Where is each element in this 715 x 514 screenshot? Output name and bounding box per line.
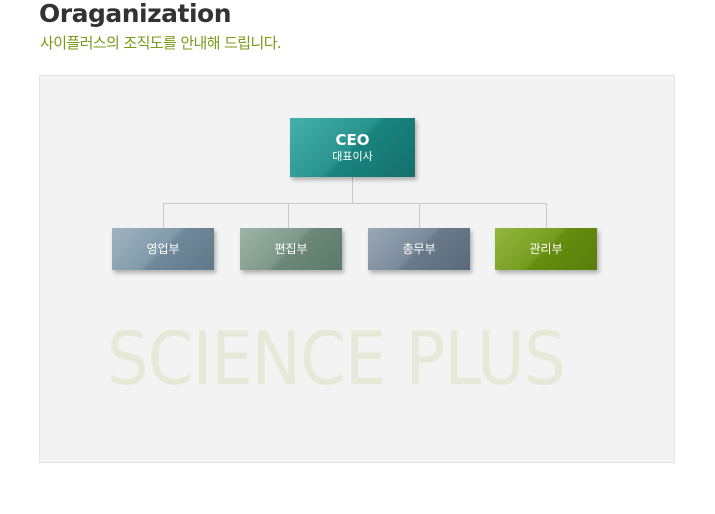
connector-drop-edit — [288, 203, 289, 228]
dept-label: 관리부 — [529, 242, 563, 256]
watermark-text: SCIENCE PLUS — [107, 317, 566, 402]
ceo-node: CEO 대표이사 — [290, 118, 415, 177]
connector-drop-admin — [546, 203, 547, 228]
connector-horizontal — [163, 203, 547, 204]
page-subtitle: 사이플러스의 조직도를 안내해 드립니다. — [40, 34, 282, 52]
connector-drop-sales — [163, 203, 164, 228]
connector-ceo-down — [352, 177, 353, 203]
page-title: Oraganization — [39, 0, 232, 28]
dept-node-general-affairs: 총무부 — [368, 228, 470, 270]
dept-label: 총무부 — [402, 242, 436, 256]
dept-node-editorial: 편집부 — [240, 228, 342, 270]
connector-drop-general — [419, 203, 420, 228]
ceo-subtitle: 대표이사 — [332, 150, 373, 163]
dept-node-sales: 영업부 — [112, 228, 214, 270]
org-chart-panel: SCIENCE PLUS CEO 대표이사 영업부 편집부 총무부 관리부 — [39, 75, 675, 463]
ceo-title: CEO — [335, 131, 370, 149]
dept-label: 편집부 — [274, 242, 308, 256]
dept-node-management: 관리부 — [495, 228, 597, 270]
dept-label: 영업부 — [146, 242, 180, 256]
